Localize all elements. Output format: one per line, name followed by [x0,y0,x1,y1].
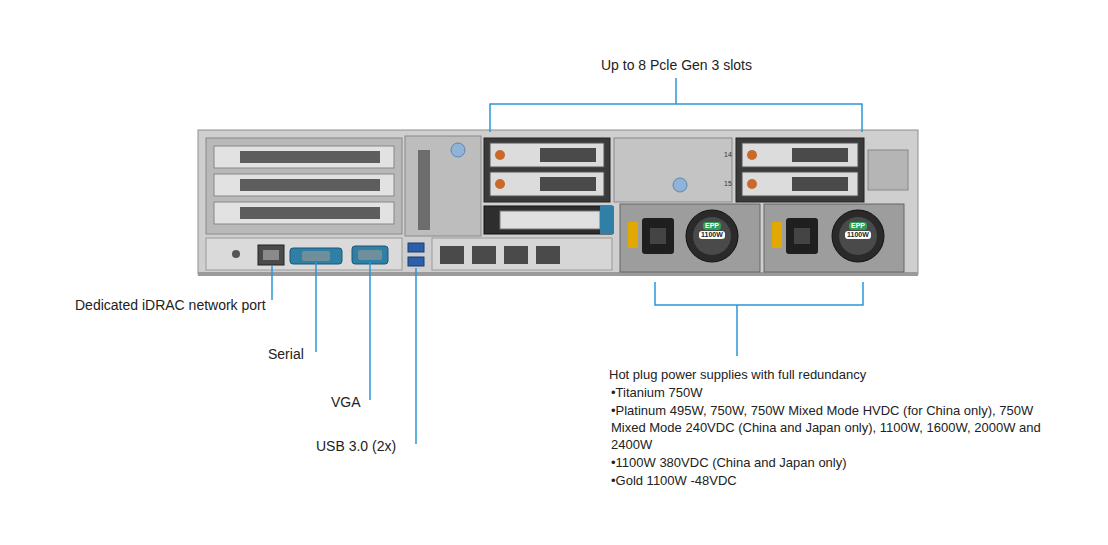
chassis-part [198,130,918,274]
chassis-part [786,218,818,254]
chassis-part [405,136,481,236]
chassis-part [772,222,782,248]
chassis-part [742,143,858,167]
bay-number: 15 [724,180,732,188]
callout-label: USB 3.0 (2x) [316,438,396,455]
chassis-part [839,217,877,255]
chassis-part [302,251,330,261]
spec-bullet: •Gold 1100W -48VDC [611,472,737,489]
chassis-part [642,218,674,254]
chassis-part [206,138,402,234]
chassis-part [484,138,610,202]
chassis-part [540,148,596,162]
chassis-part [540,177,596,191]
chassis-part [408,257,424,266]
chassis-part [736,138,864,202]
callout-heading: Hot plug power supplies with full redund… [609,366,866,383]
chassis-part [764,204,904,272]
chassis-part [418,150,430,230]
bay-number: 14 [724,151,732,159]
chassis-part [484,206,612,234]
chassis-part [206,238,402,270]
chassis-part [263,250,279,260]
chassis-part [451,143,465,157]
chassis-part [352,246,388,264]
chassis-part [369,262,371,400]
chassis-part [440,246,464,264]
chassis-part [650,228,666,244]
spec-bullet: •Titanium 750W [611,384,703,401]
callout-label: VGA [331,394,361,411]
chassis-part [792,177,848,191]
chassis-part [415,268,417,444]
chassis-part [673,178,687,192]
chassis-part [600,206,614,234]
chassis-part [655,282,863,305]
chassis-part [472,246,496,264]
chassis-part [315,262,317,352]
callout-label: Dedicated iDRAC network port [75,297,266,314]
chassis-part [271,266,273,300]
psu-badge: 1100W [699,231,725,239]
chassis-part [675,78,677,104]
chassis-part [868,150,908,190]
chassis-part [214,174,394,196]
chassis-part [832,210,884,262]
chassis-part [240,151,380,163]
chassis-part [258,245,284,265]
chassis-part [794,228,810,244]
chassis-part [408,243,424,252]
chassis-part [214,146,394,168]
chassis-part [747,179,757,189]
chassis-part [290,248,342,264]
chassis-part [490,104,862,132]
chassis-part [614,138,732,202]
psu-badge: EPP [703,222,721,230]
chassis-part [620,204,760,272]
chassis-part [490,143,604,167]
psu-badge: 1100W [845,231,871,239]
chassis-part [500,211,600,229]
spec-bullet: •1100W 380VDC (China and Japan only) [611,454,847,471]
chassis-part [432,238,612,270]
callout-label: Serial [268,346,304,363]
chassis-part [272,78,863,444]
chassis-part [742,172,858,196]
chassis-part [693,217,731,255]
chassis-part [198,272,918,276]
chassis-part [232,250,240,258]
spec-bullet: •Platinum 495W, 750W, 750W Mixed Mode HV… [611,402,1051,453]
psu-badge: EPP [849,222,867,230]
chassis-part [736,305,738,356]
chassis-part [792,148,848,162]
chassis-part [240,207,380,219]
chassis-part [214,202,394,224]
chassis-part [358,250,382,260]
chassis-part [686,210,738,262]
chassis-part [495,179,505,189]
chassis-part [536,246,560,264]
chassis-part [747,150,757,160]
chassis-part [504,246,528,264]
callout-label: Up to 8 Pcle Gen 3 slots [601,57,752,74]
chassis-part [495,150,505,160]
chassis-part [240,179,380,191]
chassis-part [628,222,638,248]
chassis-part [490,172,604,196]
